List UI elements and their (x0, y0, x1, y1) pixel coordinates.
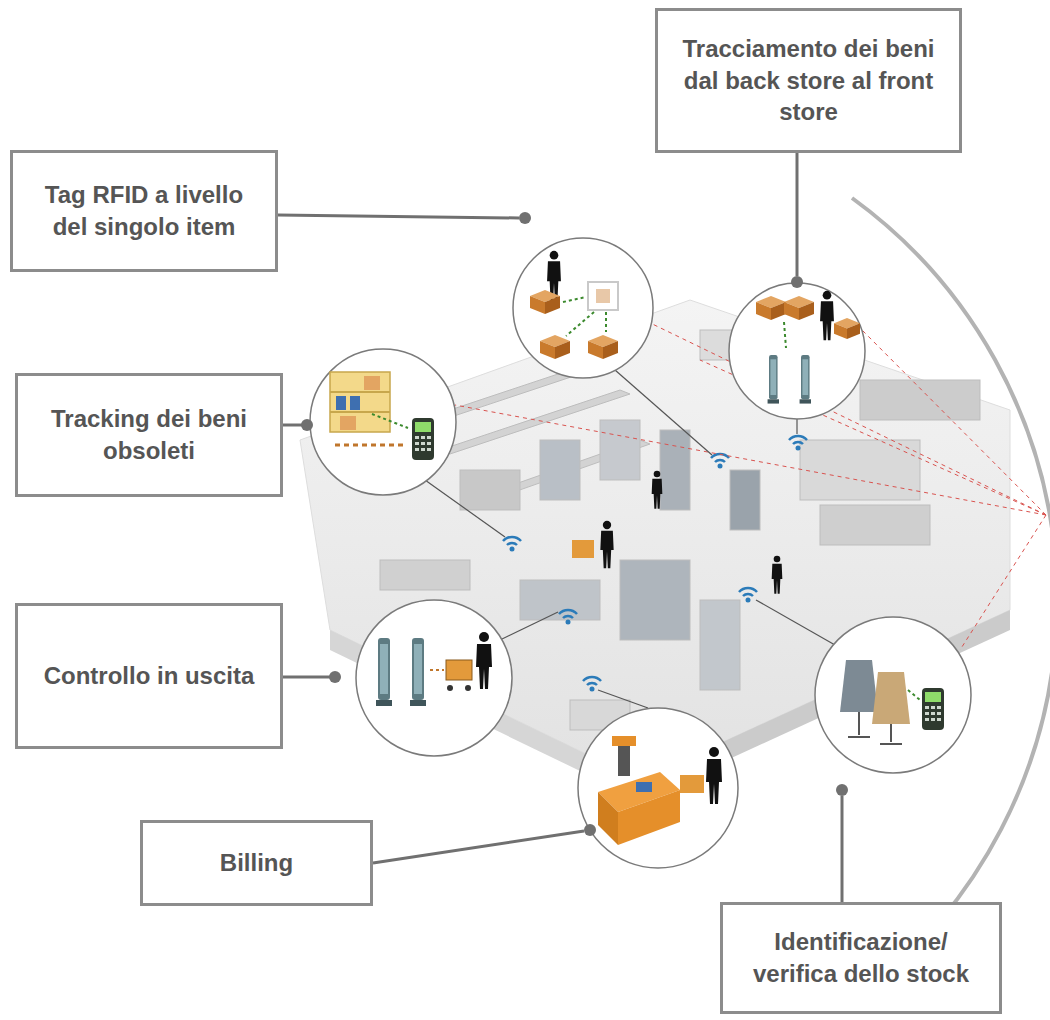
wifi-marker (503, 537, 521, 552)
callout-text: Tag RFID a livello del singolo item (27, 179, 261, 242)
stock-check-icon (840, 660, 944, 744)
billing-icon (598, 736, 722, 845)
item-tag-icon (530, 251, 618, 359)
leader-dots (301, 212, 848, 836)
callout-text: Tracking dei beni obsoleti (32, 403, 266, 466)
wifi-marker (739, 588, 757, 603)
callout-content: Billing (220, 847, 293, 879)
callout-box: Tag RFID a livello del singolo item (10, 150, 278, 272)
wifi-marker (559, 610, 577, 625)
shoppers (572, 471, 782, 594)
view-arc (852, 198, 1050, 995)
shopper-figure (600, 521, 613, 569)
callout-content: Tracciamento dei beni dal back store al … (672, 33, 945, 128)
callout-box: Tracciamento dei beni dal back store al … (655, 8, 962, 153)
wifi-marker (789, 436, 807, 451)
tracking-icon (756, 291, 860, 404)
shopper-figure (652, 471, 663, 509)
callout-text: Identificazione/ verifica dello stock (737, 926, 985, 989)
shopper-figure (772, 556, 783, 594)
callout-content: Tag RFID a livello del singolo item (27, 179, 261, 242)
callout-box: Controllo in uscita (15, 603, 283, 749)
callout-box: Identificazione/ verifica dello stock (720, 902, 1002, 1014)
callout-box: Billing (140, 820, 373, 906)
callout-content: Identificazione/ verifica dello stock (737, 926, 985, 989)
shopping-cart (572, 540, 594, 558)
leader-lines (278, 153, 842, 902)
callout-content: Tracking dei beni obsoleti (32, 403, 266, 466)
wifi-marker (711, 454, 729, 469)
exit-gate-icon (376, 632, 492, 706)
detail-circles (310, 238, 971, 868)
callout-text: Billing (220, 847, 293, 879)
obsolete-goods-icon (330, 372, 434, 460)
callout-box: Tracking dei beni obsoleti (15, 373, 283, 497)
callout-text: Controllo in uscita (44, 660, 255, 692)
callout-content: Controllo in uscita (44, 660, 255, 692)
wifi-marker (583, 677, 601, 692)
callout-text: Tracciamento dei beni dal back store al … (672, 33, 945, 128)
circle-pointers (425, 370, 835, 708)
